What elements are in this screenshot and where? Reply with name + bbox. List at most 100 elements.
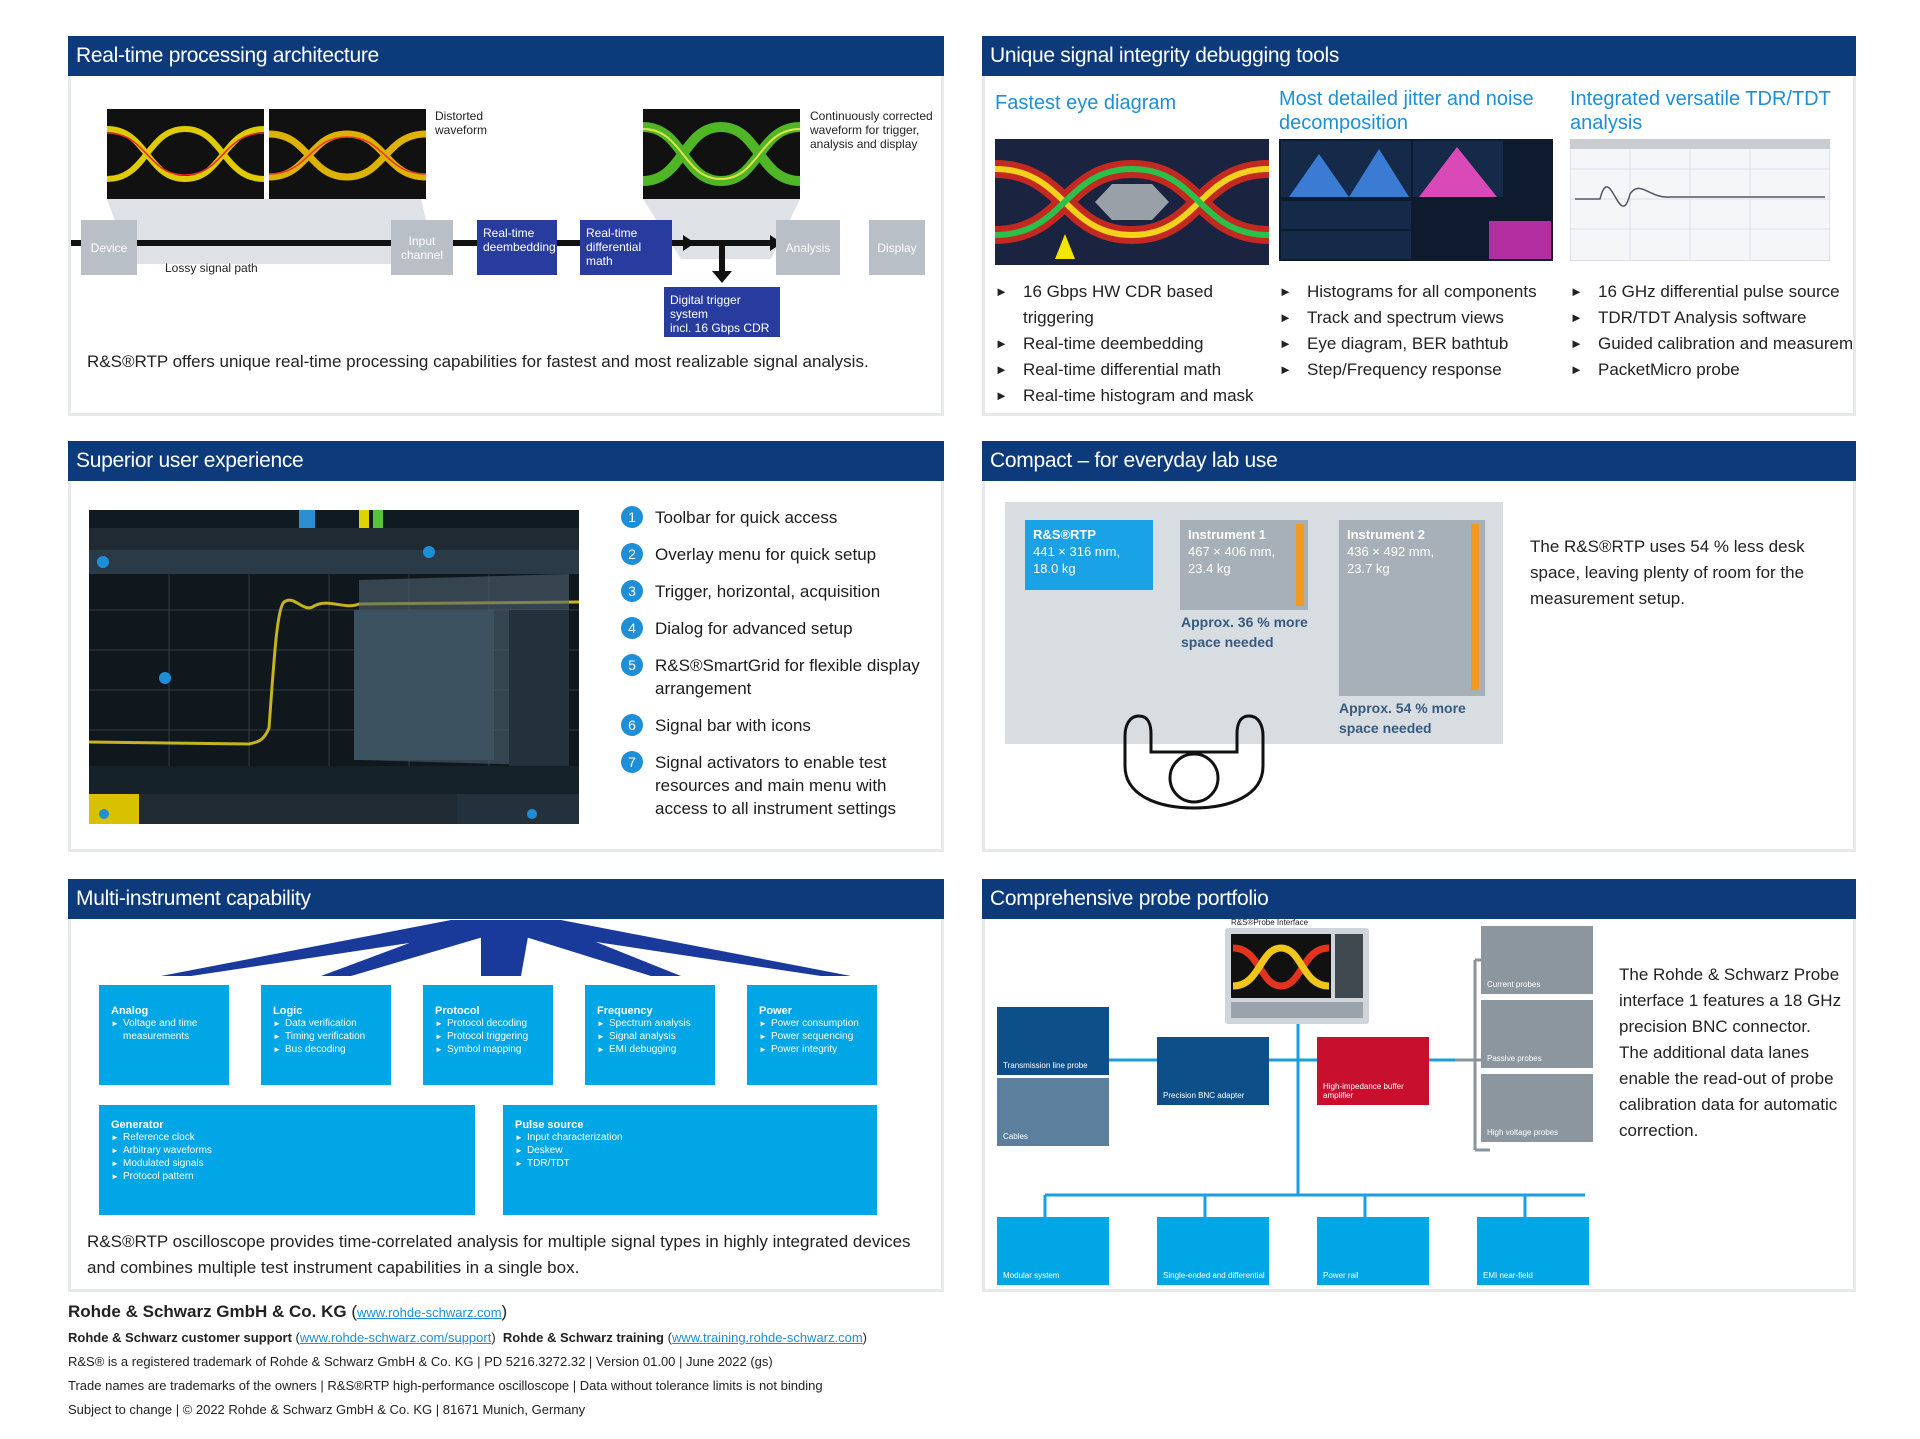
footer-support-line: Rohde & Schwarz customer support (www.ro… [68,1330,868,1345]
rtp-dims: 441 × 316 mm, [1033,544,1121,559]
instrument1-note: Approx. 36 % more space needed [1181,614,1308,650]
tdr-analysis-image [1570,139,1830,261]
input-channel-box: Input channel [391,220,453,275]
feature-number-badge: 1 [621,506,643,528]
single-ended-differential-tile: Single-ended and differential [1157,1217,1269,1285]
frequency-box: Frequency Spectrum analysis Signal analy… [585,985,715,1085]
multi-caption: R&S®RTP oscilloscope provides time-corre… [87,1232,911,1277]
footer-support-link[interactable]: www.rohde-schwarz.com/support [299,1330,492,1345]
person-at-desk-icon [1123,714,1265,810]
oscilloscope-screenshot [89,510,579,824]
deembedding-box: Real-time deembedding [477,220,557,275]
tools-eye-item: Real-time histogram and mask [995,383,1255,409]
instrument1-dims: 467 × 406 mm, [1188,544,1276,559]
tools-list-eye: 16 Gbps HW CDR based triggering Real-tim… [995,279,1255,409]
footer-company: Rohde & Schwarz GmbH & Co. KG [68,1302,347,1321]
footer-trademark: R&S® is a registered trademark of Rohde … [68,1354,773,1369]
tools-eye-item: 16 Gbps HW CDR based triggering [995,279,1255,331]
compact-description: The R&S®RTP uses 54 % less desk space, l… [1530,537,1805,608]
jitter-analysis-image [1279,139,1553,261]
instrument1-name: Instrument 1 [1188,527,1267,542]
tools-tdr-item: Guided calibration and measurement [1570,331,1852,357]
instrument1-footprint: Instrument 1 467 × 406 mm, 23.4 kg [1180,520,1308,610]
tools-jitter-item: Histograms for all components [1279,279,1559,305]
footer-tradenames: Trade names are trademarks of the owners… [68,1378,823,1393]
tools-jitter-item: Eye diagram, BER bathtub [1279,331,1559,357]
buffer-amplifier-tile: High-impedance buffer amplifier [1317,1037,1429,1105]
corrected-label: Continuously corrected waveform for trig… [810,109,933,151]
transmission-line-probe-tile: Transmission line probe [997,1007,1109,1075]
tools-tdr-item: 16 GHz differential pulse source [1570,279,1852,305]
tools-eye-item: Real-time differential math [995,357,1255,383]
high-voltage-probes-tile: High voltage probes [1481,1074,1593,1142]
probe-interface-label: R&S®Probe Interface [1231,918,1309,927]
realtime-title: Real-time processing architecture [68,36,944,76]
rtp-weight: 18.0 kg [1033,561,1076,576]
precision-bnc-adapter-tile: Precision BNC adapter [1157,1037,1269,1105]
instrument2-footprint: Instrument 2 436 × 492 mm, 23.7 kg [1339,520,1485,696]
rtp-footprint: R&S®RTP 441 × 316 mm, 18.0 kg [1025,520,1153,590]
tools-title: Unique signal integrity debugging tools [982,36,1856,76]
corrected-eye-image [643,109,800,199]
compact-title: Compact – for everyday lab use [982,441,1856,481]
instrument2-dims: 436 × 492 mm, [1347,544,1435,559]
tools-tdr-item: TDR/TDT Analysis software [1570,305,1852,331]
cables-tile: Cables [997,1078,1109,1146]
instrument2-name: Instrument 2 [1347,527,1426,542]
instrument2-extra-bar [1471,524,1479,690]
diffmath-box: Real-time differential math [580,220,672,275]
footer-training-label: Rohde & Schwarz training [502,1330,664,1345]
probes-panel: Comprehensive probe portfolio R&S®Probe … [982,879,1856,1292]
instrument2-weight: 23.7 kg [1347,561,1390,576]
distorted-label: Distorted waveform [435,109,488,137]
feature-number-badge: 7 [621,751,643,773]
modular-system-tile: Modular system [997,1217,1109,1285]
generator-box: Generator Reference clock Arbitrary wave… [99,1105,475,1215]
fan-out-connector [161,920,851,976]
multi-panel: Multi-instrument capability Analog Volta… [68,879,944,1292]
device-box: Device [81,220,137,275]
distorted-eye-image-1 [107,109,264,199]
emi-near-field-tile: EMI near-field [1477,1217,1589,1285]
compact-panel: Compact – for everyday lab use R&S®RTP 4… [982,441,1856,852]
tools-heading-eye: Fastest eye diagram [995,92,1177,114]
probes-description: The Rohde & Schwarz Probe interface 1 fe… [1619,965,1842,1140]
probes-title: Comprehensive probe portfolio [982,879,1856,919]
instrument1-extra-bar [1296,524,1304,606]
pulse-source-box: Pulse source Input characterization Desk… [503,1105,877,1215]
footer-company-link[interactable]: www.rohde-schwarz.com [357,1305,502,1320]
footer-subject: Subject to change | © 2022 Rohde & Schwa… [68,1402,586,1417]
tools-panel: Unique signal integrity debugging tools … [982,36,1856,416]
protocol-box: Protocol Protocol decoding Protocol trig… [423,985,553,1085]
feature-number-badge: 3 [621,580,643,602]
signal-flow-diagram [71,199,801,283]
lossy-signal-path-label: Lossy signal path [165,261,258,275]
feature-number-badge: 4 [621,617,643,639]
tools-eye-item: Real-time deembedding [995,331,1255,357]
trigger-box: Digital trigger system incl. 16 Gbps CDR [664,287,780,337]
instrument1-weight: 23.4 kg [1188,561,1231,576]
tools-jitter-item: Step/Frequency response [1279,357,1559,383]
analog-box: Analog Voltage and time measurements [99,985,229,1085]
ux-title: Superior user experience [68,441,944,481]
tools-tdr-item: PacketMicro probe [1570,357,1852,383]
tools-list-tdr: 16 GHz differential pulse source TDR/TDT… [1570,279,1852,383]
multi-title: Multi-instrument capability [68,879,944,919]
power-rail-tile: Power rail [1317,1217,1429,1285]
instrument2-note: Approx. 54 % more space needed [1339,700,1466,736]
realtime-panel: Real-time processing architecture Distor… [68,36,944,416]
rtp-name: R&S®RTP [1033,527,1097,542]
display-box: Display [869,220,925,275]
footer-support-label: Rohde & Schwarz customer support [68,1330,292,1345]
footer-training-link[interactable]: www.training.rohde-schwarz.com [671,1330,863,1345]
current-probes-tile: Current probes [1481,926,1593,994]
tools-heading-tdr: Integrated versatile TDR/TDT analysis [1570,88,1831,134]
footer-company-line: Rohde & Schwarz GmbH & Co. KG (www.rohde… [68,1302,508,1321]
eye-diagram-image [995,139,1269,265]
